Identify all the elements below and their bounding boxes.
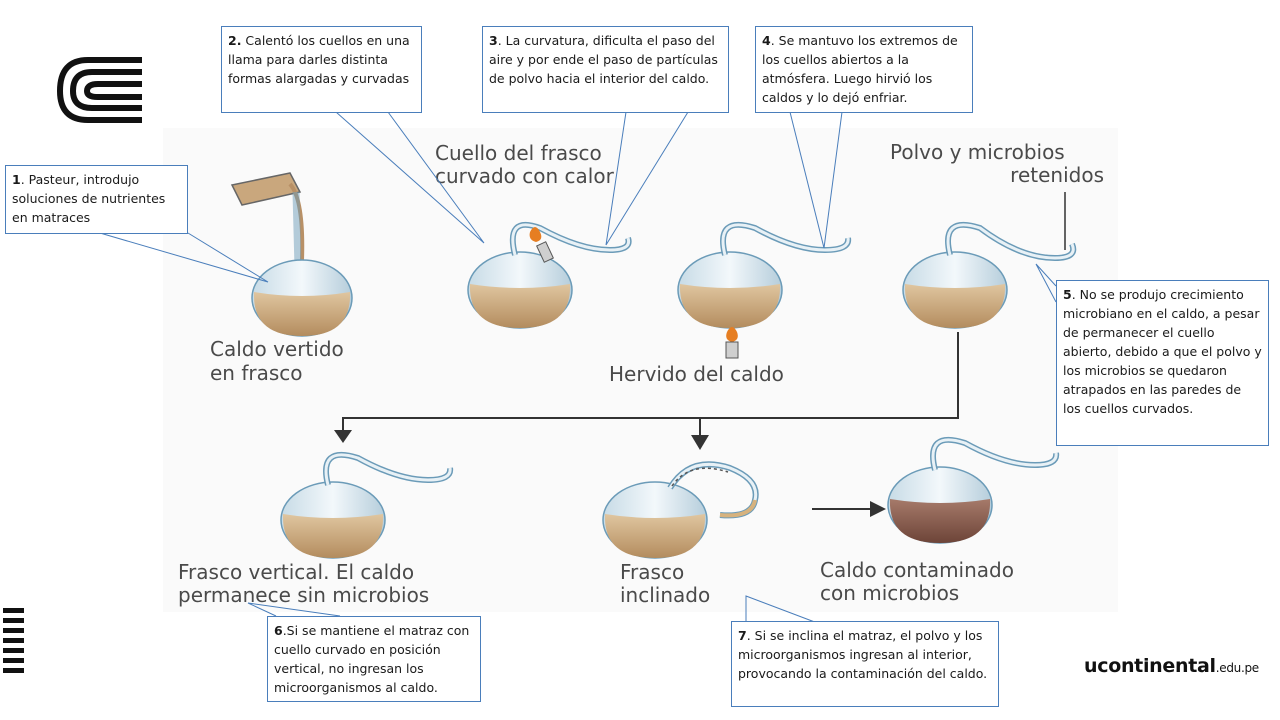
- arrow-down-icon: [691, 435, 709, 450]
- callout-step-7: 7. Si se inclina el matraz, el polvo y l…: [731, 621, 999, 707]
- flame-icon: [529, 227, 554, 263]
- callout-step-6: 6.Si se mantiene el matraz con cuello cu…: [267, 616, 481, 702]
- callout-step-4: 4. Se mantuvo los extremos de los cuello…: [755, 26, 973, 113]
- callout-step-1-text: . Pasteur, introdujo soluciones de nutri…: [12, 172, 166, 225]
- label-dust-line1: Polvo y microbios: [890, 140, 1065, 164]
- flask-dust-retained: [902, 192, 1077, 329]
- flow-connector: [342, 332, 959, 437]
- callout-step-5-number: 5: [1063, 287, 1072, 302]
- label-poured-line1: Caldo vertido: [210, 337, 344, 361]
- label-boiled: Hervido del caldo: [609, 362, 784, 386]
- callout-step-2: 2. Calentó los cuellos en una llama para…: [221, 26, 422, 113]
- callout-step-3-text: . La curvatura, dificulta el paso del ai…: [489, 33, 718, 86]
- flask-tilted: [602, 461, 759, 559]
- burner-icon: [725, 327, 739, 359]
- callout-step-1: 1. Pasteur, introdujo soluciones de nutr…: [5, 165, 188, 234]
- callout-step-3-number: 3: [489, 33, 498, 48]
- label-dust-line2: retenidos: [1010, 163, 1104, 187]
- arrow-right-icon: [870, 501, 886, 517]
- brand-suffix: .edu.pe: [1215, 661, 1259, 675]
- flask-vertical: [280, 451, 454, 559]
- institution-logo: [56, 57, 142, 123]
- label-neck-line1: Cuello del frasco: [435, 141, 602, 165]
- brand-name: ucontinental: [1084, 655, 1216, 677]
- callout-step-7-number: 7: [738, 628, 747, 643]
- label-vertical-line2: permanece sin microbios: [178, 583, 429, 607]
- label-contaminated-line2: con microbios: [820, 581, 959, 605]
- brand-wordmark: ucontinental.edu.pe: [1084, 655, 1259, 677]
- callout-step-4-text: . Se mantuvo los extremos de los cuellos…: [762, 33, 958, 105]
- label-tilted-line1: Frasco: [620, 560, 684, 584]
- callout-step-6-number: 6: [274, 623, 283, 638]
- label-neck-line2: curvado con calor: [435, 164, 615, 188]
- flask-contaminated: [887, 436, 1060, 544]
- flask-neck-heating: [467, 221, 632, 329]
- callout-step-2-number: 2.: [228, 33, 242, 48]
- flask-boiling: [677, 221, 852, 359]
- callout-step-2-text: Calentó los cuellos en una llama para da…: [228, 33, 410, 86]
- callout-step-5: 5. No se produjo crecimiento microbiano …: [1056, 280, 1269, 446]
- callout-step-1-number: 1: [12, 172, 21, 187]
- label-tilted-line2: inclinado: [620, 583, 710, 607]
- label-contaminated-line1: Caldo contaminado: [820, 558, 1014, 582]
- callout-step-5-text: . No se produjo crecimiento microbiano e…: [1063, 287, 1262, 416]
- beaker-icon: [230, 172, 302, 206]
- callout-step-3: 3. La curvatura, dificulta el paso del a…: [482, 26, 729, 113]
- label-vertical-line1: Frasco vertical. El caldo: [178, 560, 414, 584]
- callout-step-4-number: 4: [762, 33, 771, 48]
- label-poured-line2: en frasco: [210, 361, 303, 385]
- callout-step-6-text: .Si se mantiene el matraz con cuello cur…: [274, 623, 470, 695]
- arrow-down-icon: [334, 430, 352, 443]
- callout-step-7-text: . Si se inclina el matraz, el polvo y lo…: [738, 628, 988, 681]
- flask-pouring: [230, 172, 353, 337]
- callout-leaders: [99, 111, 1057, 625]
- side-stripes-logo: [3, 608, 24, 673]
